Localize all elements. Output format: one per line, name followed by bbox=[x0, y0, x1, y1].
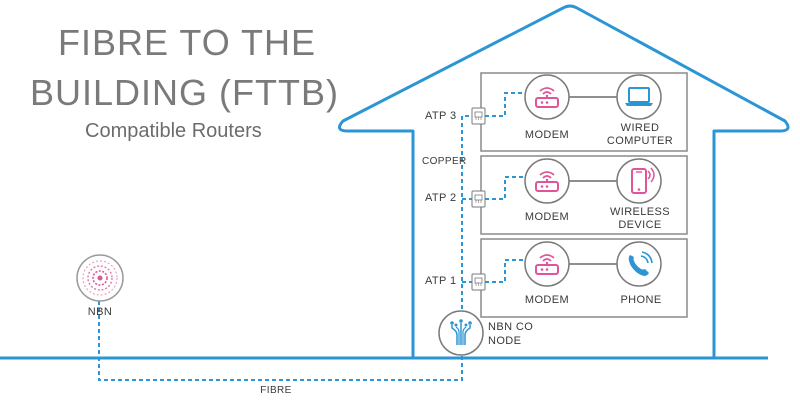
device2-label-line1: WIRELESS bbox=[610, 206, 670, 218]
modem-icon bbox=[524, 74, 570, 120]
phone-icon bbox=[616, 241, 662, 287]
house-outline bbox=[338, 4, 790, 358]
smartphone-icon bbox=[616, 158, 662, 204]
copper-label: COPPER bbox=[422, 156, 467, 167]
atp3-label: ATP 3 bbox=[425, 110, 457, 122]
laptop-icon bbox=[616, 74, 662, 120]
nbn-node-icon bbox=[438, 310, 484, 356]
atp2-label: ATP 2 bbox=[425, 192, 457, 204]
atp3-to-modem bbox=[485, 92, 523, 117]
modem3-label: MODEM bbox=[525, 129, 569, 141]
device3-label-line2: COMPUTER bbox=[607, 135, 673, 147]
title-line-2: BUILDING (FTTB) bbox=[30, 72, 339, 113]
copper-riser bbox=[461, 115, 472, 316]
subtitle: Compatible Routers bbox=[85, 120, 262, 142]
modem-icon bbox=[524, 158, 570, 204]
device2-label-line2: DEVICE bbox=[618, 219, 661, 231]
atp-socket-icon bbox=[471, 273, 486, 291]
device3-label-line1: WIRED bbox=[621, 122, 660, 134]
node-label-line1: NBN CO bbox=[488, 321, 533, 333]
node-label-line2: NODE bbox=[488, 335, 521, 347]
modem2-label: MODEM bbox=[525, 211, 569, 223]
atp1-label: ATP 1 bbox=[425, 275, 457, 287]
atp1-to-modem bbox=[485, 259, 523, 283]
device1-label-line1: PHONE bbox=[620, 294, 661, 306]
fibre-line bbox=[98, 294, 463, 381]
nbn-icon bbox=[76, 254, 124, 302]
title-line-1: FIBRE TO THE bbox=[58, 22, 317, 63]
nbn-label: NBN bbox=[88, 306, 112, 318]
modem-icon bbox=[524, 241, 570, 287]
fibre-label: FIBRE bbox=[260, 385, 291, 396]
atp-socket-icon bbox=[471, 190, 486, 208]
modem1-label: MODEM bbox=[525, 294, 569, 306]
atp2-to-modem bbox=[485, 176, 523, 200]
atp-socket-icon bbox=[471, 107, 486, 125]
